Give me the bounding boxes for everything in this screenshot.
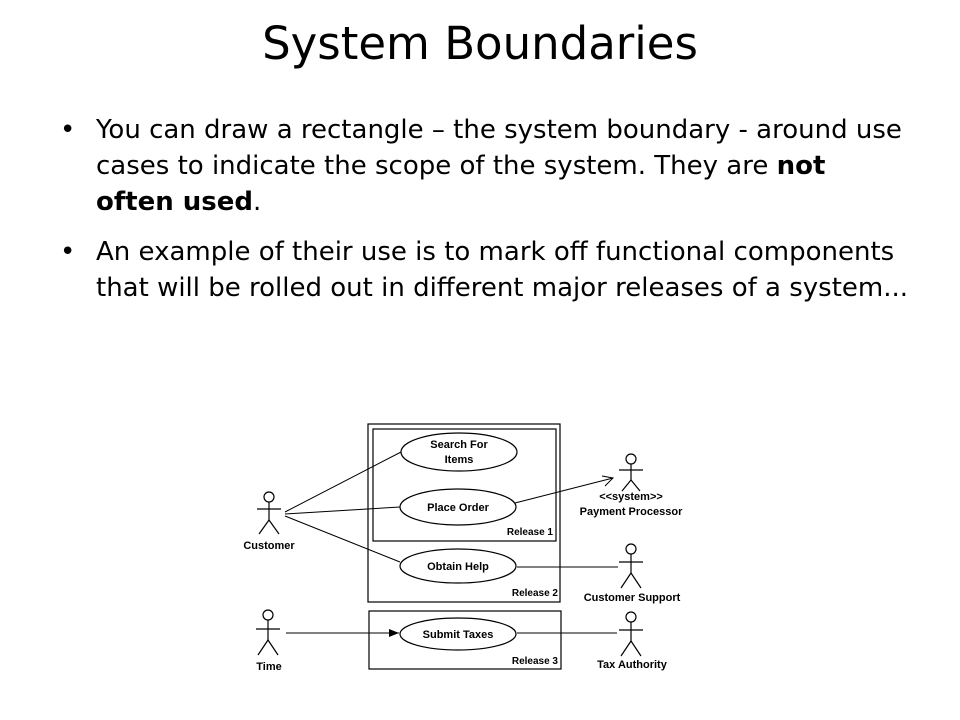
bullet-item: • You can draw a rectangle – the system … xyxy=(60,112,910,220)
release-1-label: Release 1 xyxy=(507,527,554,538)
actor-tax-authority-label: Tax Authority xyxy=(597,659,668,671)
order-payment-arrowhead xyxy=(601,475,615,487)
customer-help-link xyxy=(284,515,401,563)
actor-customer-support-label: Customer Support xyxy=(584,592,681,604)
release-2-boundary xyxy=(367,423,561,603)
release-3-label: Release 3 xyxy=(512,656,559,667)
time-taxes-arrowhead xyxy=(389,629,399,637)
release-1-boundary xyxy=(372,428,557,542)
use-case-place-order-label: Place Order xyxy=(427,502,489,514)
actor-payment-stereotype: <<system>> xyxy=(599,491,663,503)
actor-customer-icon xyxy=(257,491,281,535)
actor-payment-processor-label: Payment Processor xyxy=(580,506,683,518)
release-2-label: Release 2 xyxy=(512,588,559,599)
actor-customer-support-icon xyxy=(619,543,643,589)
bullet-text-end: . xyxy=(253,187,262,217)
actor-customer-label: Customer xyxy=(243,540,295,552)
actor-time-label: Time xyxy=(256,661,281,673)
use-case-place-order xyxy=(399,488,517,526)
use-case-obtain-help-label: Obtain Help xyxy=(427,561,489,573)
customer-search-link xyxy=(284,450,404,513)
bullet-item: • An example of their use is to mark off… xyxy=(60,234,910,306)
order-payment-link xyxy=(514,477,614,504)
bullet-emphasis: not often used xyxy=(96,151,826,217)
bullet-text: You can draw a rectangle – the system bo… xyxy=(96,115,902,181)
use-case-search-label-1: Search For xyxy=(430,439,488,451)
actor-tax-authority-icon xyxy=(619,611,643,657)
bullet-text: An example of their use is to mark off f… xyxy=(96,237,909,303)
bullet-dot-icon: • xyxy=(60,237,76,267)
actor-payment-processor-icon xyxy=(619,453,643,492)
use-case-search-items xyxy=(400,432,518,472)
use-case-obtain-help xyxy=(399,548,517,584)
use-case-search-label-2: Items xyxy=(445,454,474,466)
bullet-list: • You can draw a rectangle – the system … xyxy=(60,112,910,320)
use-case-submit-taxes-label: Submit Taxes xyxy=(423,629,494,641)
slide-title: System Boundaries xyxy=(262,17,698,70)
use-case-submit-taxes xyxy=(399,617,517,651)
release-3-boundary xyxy=(368,610,562,670)
actor-time-icon xyxy=(256,609,280,656)
customer-order-link xyxy=(284,506,401,515)
bullet-dot-icon: • xyxy=(60,115,76,145)
